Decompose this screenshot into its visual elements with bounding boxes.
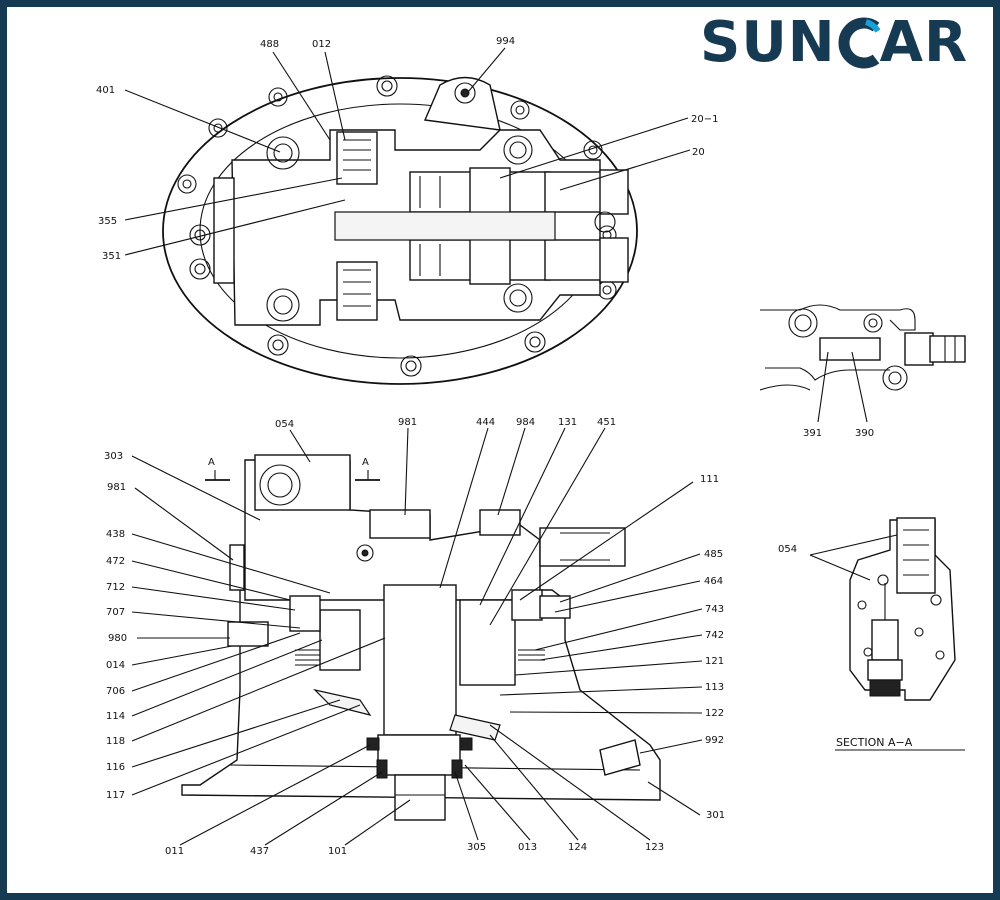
label-444: 444	[476, 417, 495, 428]
top-view-leaders	[124, 47, 691, 256]
logo-c-icon	[836, 17, 880, 69]
label-712: 712	[106, 582, 125, 593]
label-464: 464	[704, 576, 723, 587]
label-438: 438	[106, 529, 125, 540]
label-121: 121	[705, 656, 724, 667]
label-984: 984	[516, 417, 535, 428]
label-301: 301	[706, 810, 725, 821]
section-label-054: 054	[778, 544, 797, 555]
label-114: 114	[106, 711, 125, 722]
label-123: 123	[645, 842, 664, 853]
label-742: 742	[705, 630, 724, 641]
section-a-a-view	[809, 517, 965, 751]
label-20-1: 20−1	[691, 114, 718, 125]
arrow-a-left: A	[208, 457, 215, 468]
label-111: 111	[700, 474, 719, 485]
label-20: 20	[692, 147, 705, 158]
label-994: 994	[496, 36, 515, 47]
logo-text-left: SUN	[700, 10, 836, 75]
label-391: 391	[803, 428, 822, 439]
label-118: 118	[106, 736, 125, 747]
label-355: 355	[98, 216, 117, 227]
section-title: SECTION A−A	[836, 736, 913, 749]
label-131: 131	[558, 417, 577, 428]
label-992: 992	[705, 735, 724, 746]
detail-view	[759, 304, 966, 423]
label-981-left: 981	[107, 482, 126, 493]
arrow-a-right: A	[362, 457, 369, 468]
label-116: 116	[106, 762, 125, 773]
top-view	[162, 75, 638, 385]
label-472: 472	[106, 556, 125, 567]
label-305: 305	[467, 842, 486, 853]
label-980: 980	[108, 633, 127, 644]
label-743: 743	[705, 604, 724, 615]
label-401: 401	[96, 85, 115, 96]
main-cross-section	[181, 454, 661, 821]
label-351: 351	[102, 251, 121, 262]
label-012: 012	[312, 39, 331, 50]
label-011: 011	[165, 846, 184, 857]
label-117: 117	[106, 790, 125, 801]
label-013: 013	[518, 842, 537, 853]
label-485: 485	[704, 549, 723, 560]
label-390: 390	[855, 428, 874, 439]
label-451: 451	[597, 417, 616, 428]
label-303: 303	[104, 451, 123, 462]
label-981-top: 981	[398, 417, 417, 428]
label-707: 707	[106, 607, 125, 618]
label-124: 124	[568, 842, 587, 853]
label-488: 488	[260, 39, 279, 50]
main-section-leaders	[131, 427, 703, 846]
label-437: 437	[250, 846, 269, 857]
label-054: 054	[275, 419, 294, 430]
label-101: 101	[328, 846, 347, 857]
label-706: 706	[106, 686, 125, 697]
label-113: 113	[705, 682, 724, 693]
label-122: 122	[705, 708, 724, 719]
logo-text-right: AR	[879, 10, 969, 75]
label-014: 014	[106, 660, 125, 671]
